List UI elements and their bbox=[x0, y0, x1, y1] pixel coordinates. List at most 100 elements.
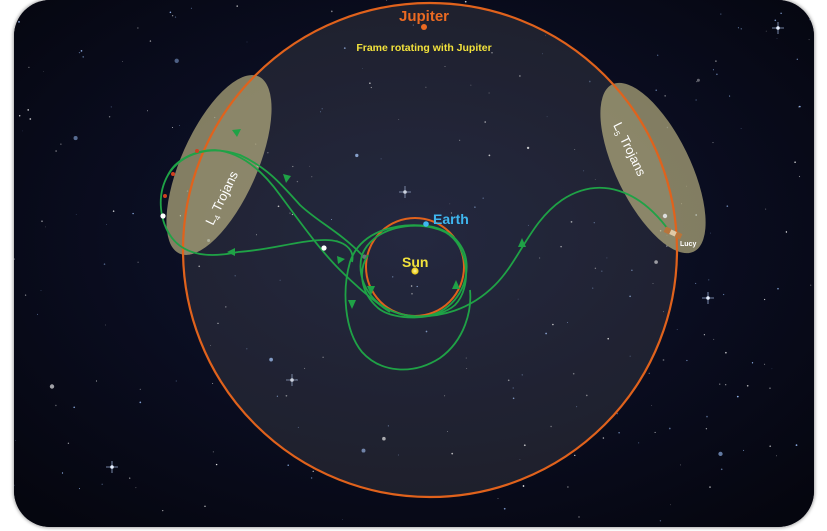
encounter-dot bbox=[321, 245, 327, 251]
star bbox=[664, 95, 666, 97]
star bbox=[139, 401, 142, 404]
star bbox=[19, 115, 21, 117]
star bbox=[751, 362, 754, 364]
star bbox=[162, 509, 164, 512]
star bbox=[809, 19, 811, 21]
star bbox=[657, 54, 659, 56]
star bbox=[712, 69, 714, 71]
star bbox=[198, 265, 201, 268]
trajectory-dots bbox=[160, 149, 668, 251]
star bbox=[507, 379, 510, 382]
star bbox=[277, 205, 280, 208]
star bbox=[171, 15, 174, 17]
star bbox=[369, 82, 371, 84]
bright-star-core bbox=[290, 378, 294, 382]
earth-label: Earth bbox=[433, 211, 469, 227]
star bbox=[545, 332, 547, 335]
star bbox=[110, 106, 112, 108]
star bbox=[705, 428, 708, 430]
star bbox=[73, 406, 76, 409]
star bbox=[386, 0, 388, 1]
star bbox=[716, 73, 718, 76]
star bbox=[594, 178, 596, 180]
star bbox=[370, 86, 372, 89]
star bbox=[550, 425, 552, 428]
star bbox=[743, 449, 745, 451]
star bbox=[785, 231, 788, 233]
star bbox=[517, 298, 519, 300]
star bbox=[594, 267, 597, 270]
star bbox=[746, 385, 749, 387]
star bbox=[695, 282, 697, 284]
star bbox=[312, 470, 314, 472]
star bbox=[602, 437, 605, 439]
bright-star-core bbox=[403, 190, 407, 194]
star bbox=[362, 68, 363, 69]
star bbox=[210, 345, 211, 346]
sun-dot bbox=[411, 267, 419, 275]
star bbox=[585, 394, 588, 397]
star bbox=[342, 518, 343, 520]
star bbox=[444, 395, 446, 397]
star bbox=[583, 170, 585, 172]
encounter-dot bbox=[160, 213, 166, 219]
star bbox=[29, 118, 32, 120]
space-background bbox=[14, 0, 814, 527]
star bbox=[212, 382, 214, 385]
l4-trojan-cloud bbox=[166, 75, 272, 255]
star bbox=[526, 146, 530, 150]
star bbox=[570, 221, 573, 223]
star bbox=[425, 86, 427, 88]
star bbox=[552, 323, 554, 326]
arrow-marker bbox=[283, 174, 291, 183]
star bbox=[321, 108, 323, 110]
star bbox=[14, 258, 15, 260]
encounter-dot bbox=[163, 194, 167, 198]
star bbox=[55, 404, 57, 407]
l5-subscript: 5 bbox=[612, 130, 622, 138]
star bbox=[27, 109, 29, 111]
star bbox=[137, 261, 139, 263]
star bbox=[75, 214, 77, 215]
encounter-dot bbox=[171, 172, 175, 176]
star bbox=[676, 329, 678, 330]
star bbox=[101, 483, 103, 486]
star bbox=[546, 116, 548, 118]
star bbox=[61, 472, 64, 474]
star bbox=[545, 34, 546, 36]
trajectory-segment-earth-loop-1 bbox=[359, 224, 467, 319]
star bbox=[355, 153, 359, 158]
star bbox=[740, 28, 742, 30]
star bbox=[175, 380, 177, 382]
trajectory-segment-outbound bbox=[411, 186, 671, 318]
star bbox=[592, 287, 594, 289]
star bbox=[147, 110, 149, 112]
star bbox=[763, 298, 766, 301]
star bbox=[225, 306, 227, 308]
star bbox=[73, 136, 78, 141]
star bbox=[578, 516, 580, 518]
star bbox=[512, 387, 514, 389]
star bbox=[654, 260, 658, 264]
star bbox=[382, 436, 386, 441]
star bbox=[654, 431, 656, 433]
star bbox=[780, 12, 782, 14]
star bbox=[574, 454, 576, 457]
star bbox=[648, 372, 650, 374]
star bbox=[712, 142, 714, 144]
star bbox=[795, 444, 798, 446]
star bbox=[774, 19, 777, 22]
star bbox=[297, 426, 299, 428]
star bbox=[78, 51, 81, 54]
star bbox=[725, 384, 727, 386]
star bbox=[18, 21, 20, 23]
star bbox=[169, 11, 172, 14]
star bbox=[567, 322, 568, 323]
star bbox=[696, 78, 700, 82]
star bbox=[55, 150, 57, 152]
star bbox=[279, 279, 281, 281]
star bbox=[710, 232, 712, 234]
star bbox=[765, 30, 767, 32]
star bbox=[465, 357, 467, 359]
star bbox=[666, 245, 668, 247]
